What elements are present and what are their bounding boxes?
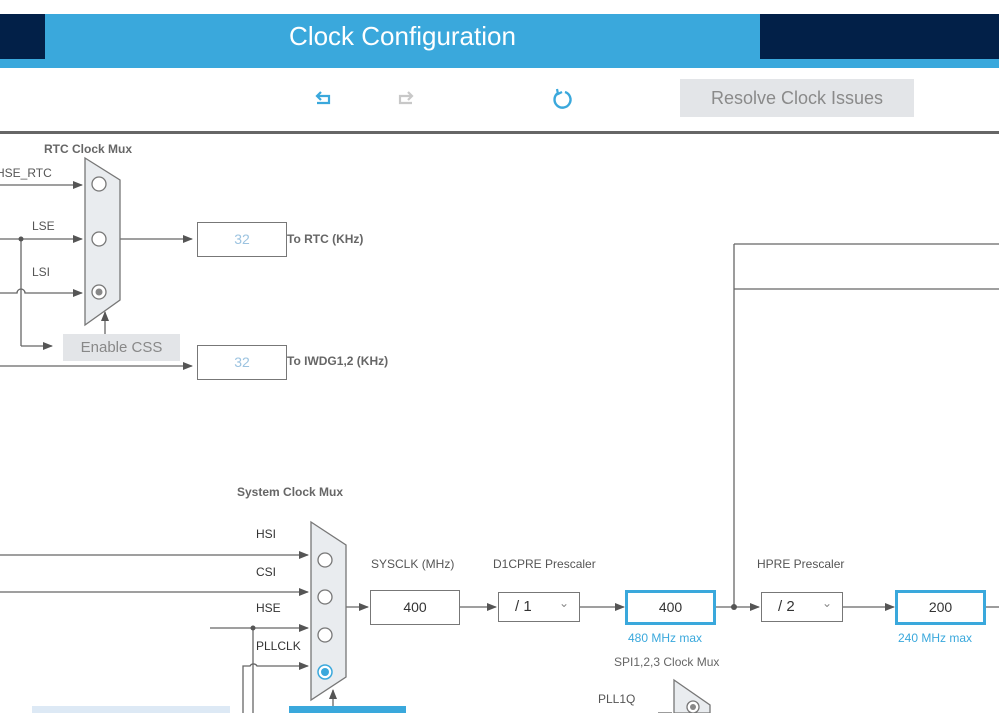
- hpre-selected-value: / 2: [778, 598, 795, 615]
- input-label-hse: HSE: [256, 601, 281, 615]
- input-label-lsi: LSI: [32, 265, 51, 279]
- system-mux-title: System Clock Mux: [237, 485, 344, 499]
- header-left-tab[interactable]: [0, 14, 44, 59]
- wire-pllclk: [242, 662, 309, 713]
- hclk-max-label: 240 MHz max: [898, 631, 973, 645]
- input-label-hsi: HSI: [256, 527, 277, 541]
- sysclk-label: SYSCLK (MHz): [371, 557, 455, 571]
- source-panel-partial[interactable]: [32, 706, 230, 713]
- resolve-clock-issues-button[interactable]: Resolve Clock Issues: [680, 79, 914, 117]
- spi-mux-shape: [673, 678, 711, 713]
- spi-mux-title: SPI1,2,3 Clock Mux: [614, 655, 720, 669]
- rtc-mux-title: RTC Clock Mux: [44, 142, 133, 156]
- iwdg-frequency-field[interactable]: 32: [197, 345, 287, 380]
- junction-dot: [731, 604, 737, 610]
- sys-radio-pllclk-dot: [321, 668, 329, 676]
- toolbar: Resolve Clock Issues: [0, 68, 999, 134]
- chevron-down-icon: ⌄: [558, 596, 569, 610]
- cpu-max-label: 480 MHz max: [628, 631, 703, 645]
- d1cpre-label: D1CPRE Prescaler: [493, 557, 596, 571]
- refresh-icon[interactable]: [549, 86, 575, 112]
- rtc-radio-lsi-dot: [95, 288, 103, 296]
- chevron-down-icon: ⌄: [821, 596, 832, 610]
- input-label-lse: LSE: [32, 219, 55, 233]
- system-mux-shape: [310, 520, 347, 702]
- junction-dot: [250, 625, 256, 631]
- input-label-csi: CSI: [256, 565, 277, 579]
- system-mux-control-partial[interactable]: [289, 706, 406, 713]
- d1cpre-prescaler-select[interactable]: / 1 ⌄: [498, 592, 580, 622]
- header-right-tab[interactable]: [761, 14, 999, 59]
- input-label-pllclk: PLLCLK: [256, 639, 301, 653]
- sysclk-field[interactable]: 400: [370, 590, 460, 625]
- redo-icon[interactable]: [392, 86, 418, 112]
- input-label-hse-rtc: HSE_RTC: [0, 166, 52, 180]
- tab-clock-configuration[interactable]: Clock Configuration: [45, 14, 760, 59]
- hclk-field[interactable]: 200: [895, 590, 986, 625]
- rtc-radio-hse-rtc[interactable]: [91, 176, 107, 192]
- rtc-output-label: To RTC (KHz): [287, 232, 364, 246]
- toolbar-divider: [0, 131, 999, 134]
- iwdg-output-label: To IWDG1,2 (KHz): [287, 354, 389, 368]
- wire-lsi: [0, 288, 83, 297]
- undo-icon[interactable]: [311, 86, 337, 112]
- header-accent-strip: [0, 59, 999, 68]
- hpre-label: HPRE Prescaler: [757, 557, 845, 571]
- rtc-frequency-field[interactable]: 32: [197, 222, 287, 257]
- input-label-pll1q: PLL1Q: [598, 692, 636, 706]
- sys-radio-hsi[interactable]: [317, 552, 333, 568]
- enable-css-button[interactable]: Enable CSS: [63, 334, 180, 361]
- rtc-radio-lse[interactable]: [91, 231, 107, 247]
- hpre-prescaler-select[interactable]: / 2 ⌄: [761, 592, 843, 622]
- sys-radio-hse[interactable]: [317, 627, 333, 643]
- junction-dot: [18, 236, 24, 242]
- d1cpre-selected-value: / 1: [515, 598, 532, 615]
- header-bar: Clock Configuration: [0, 14, 999, 68]
- cpu-clock-field[interactable]: 400: [625, 590, 716, 625]
- sys-radio-csi[interactable]: [317, 589, 333, 605]
